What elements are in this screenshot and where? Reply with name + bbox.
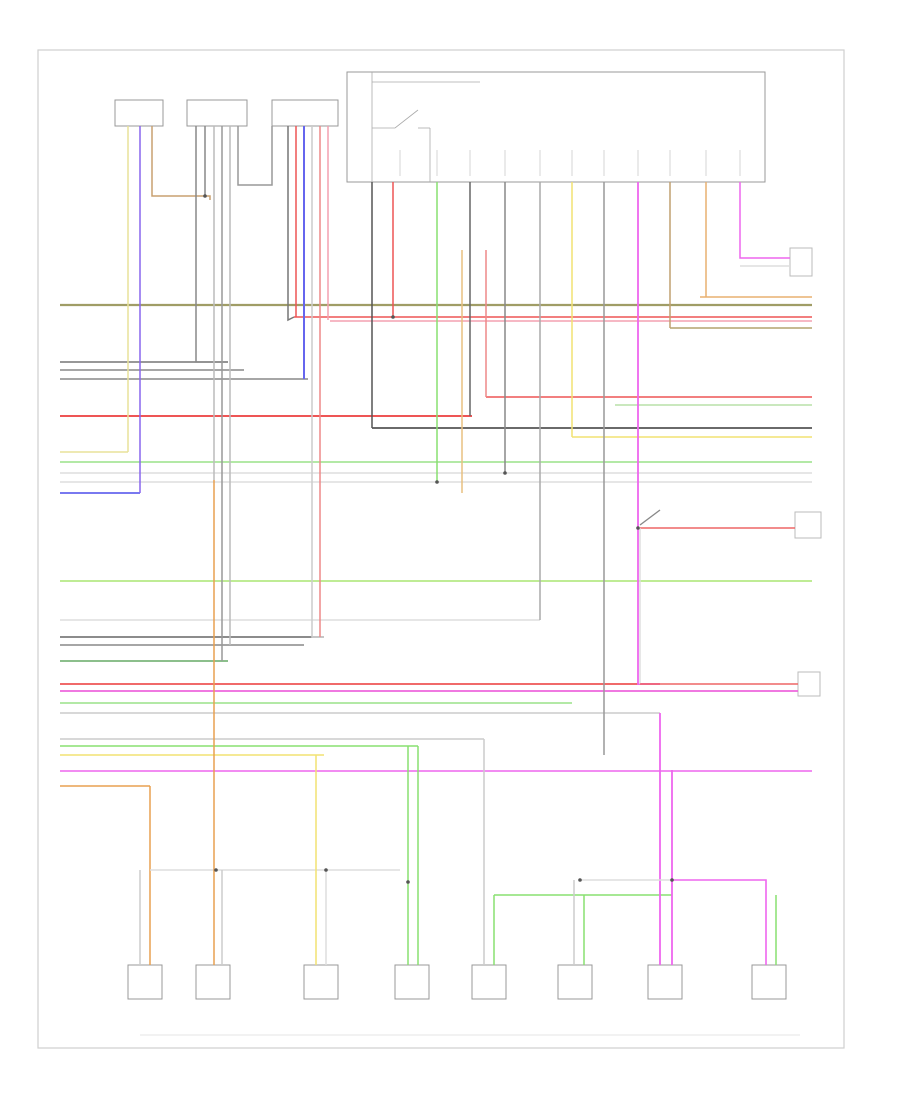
component-box-r2	[794, 511, 822, 539]
bottom-sensor-boxes	[127, 964, 787, 1000]
ecm-internals	[371, 72, 480, 182]
diagram-frame	[37, 49, 845, 1049]
vertical-wires-top	[127, 126, 329, 661]
sensor-box-s6	[557, 964, 593, 1000]
component-box-r3	[797, 671, 821, 697]
sensor-box-s3	[303, 964, 339, 1000]
component-box-c3	[271, 99, 339, 127]
harness-buses	[60, 296, 812, 787]
sensor-box-s5	[471, 964, 507, 1000]
right-feeds	[639, 509, 798, 685]
ecm-module	[346, 71, 766, 183]
top-components	[114, 71, 822, 697]
component-box-r1	[789, 247, 813, 277]
ecm-pin-stubs	[399, 150, 741, 176]
vertical-wires-ecm	[371, 182, 790, 755]
component-box-c1	[114, 99, 164, 127]
component-box-c2	[186, 99, 248, 127]
sensor-box-s7	[647, 964, 683, 1000]
bottom-sensor-wires	[139, 480, 777, 965]
sensor-box-s4	[394, 964, 430, 1000]
sensor-box-s1	[127, 964, 163, 1000]
sensor-box-s2	[195, 964, 231, 1000]
splice-icon	[203, 194, 674, 884]
sensor-box-s8	[751, 964, 787, 1000]
